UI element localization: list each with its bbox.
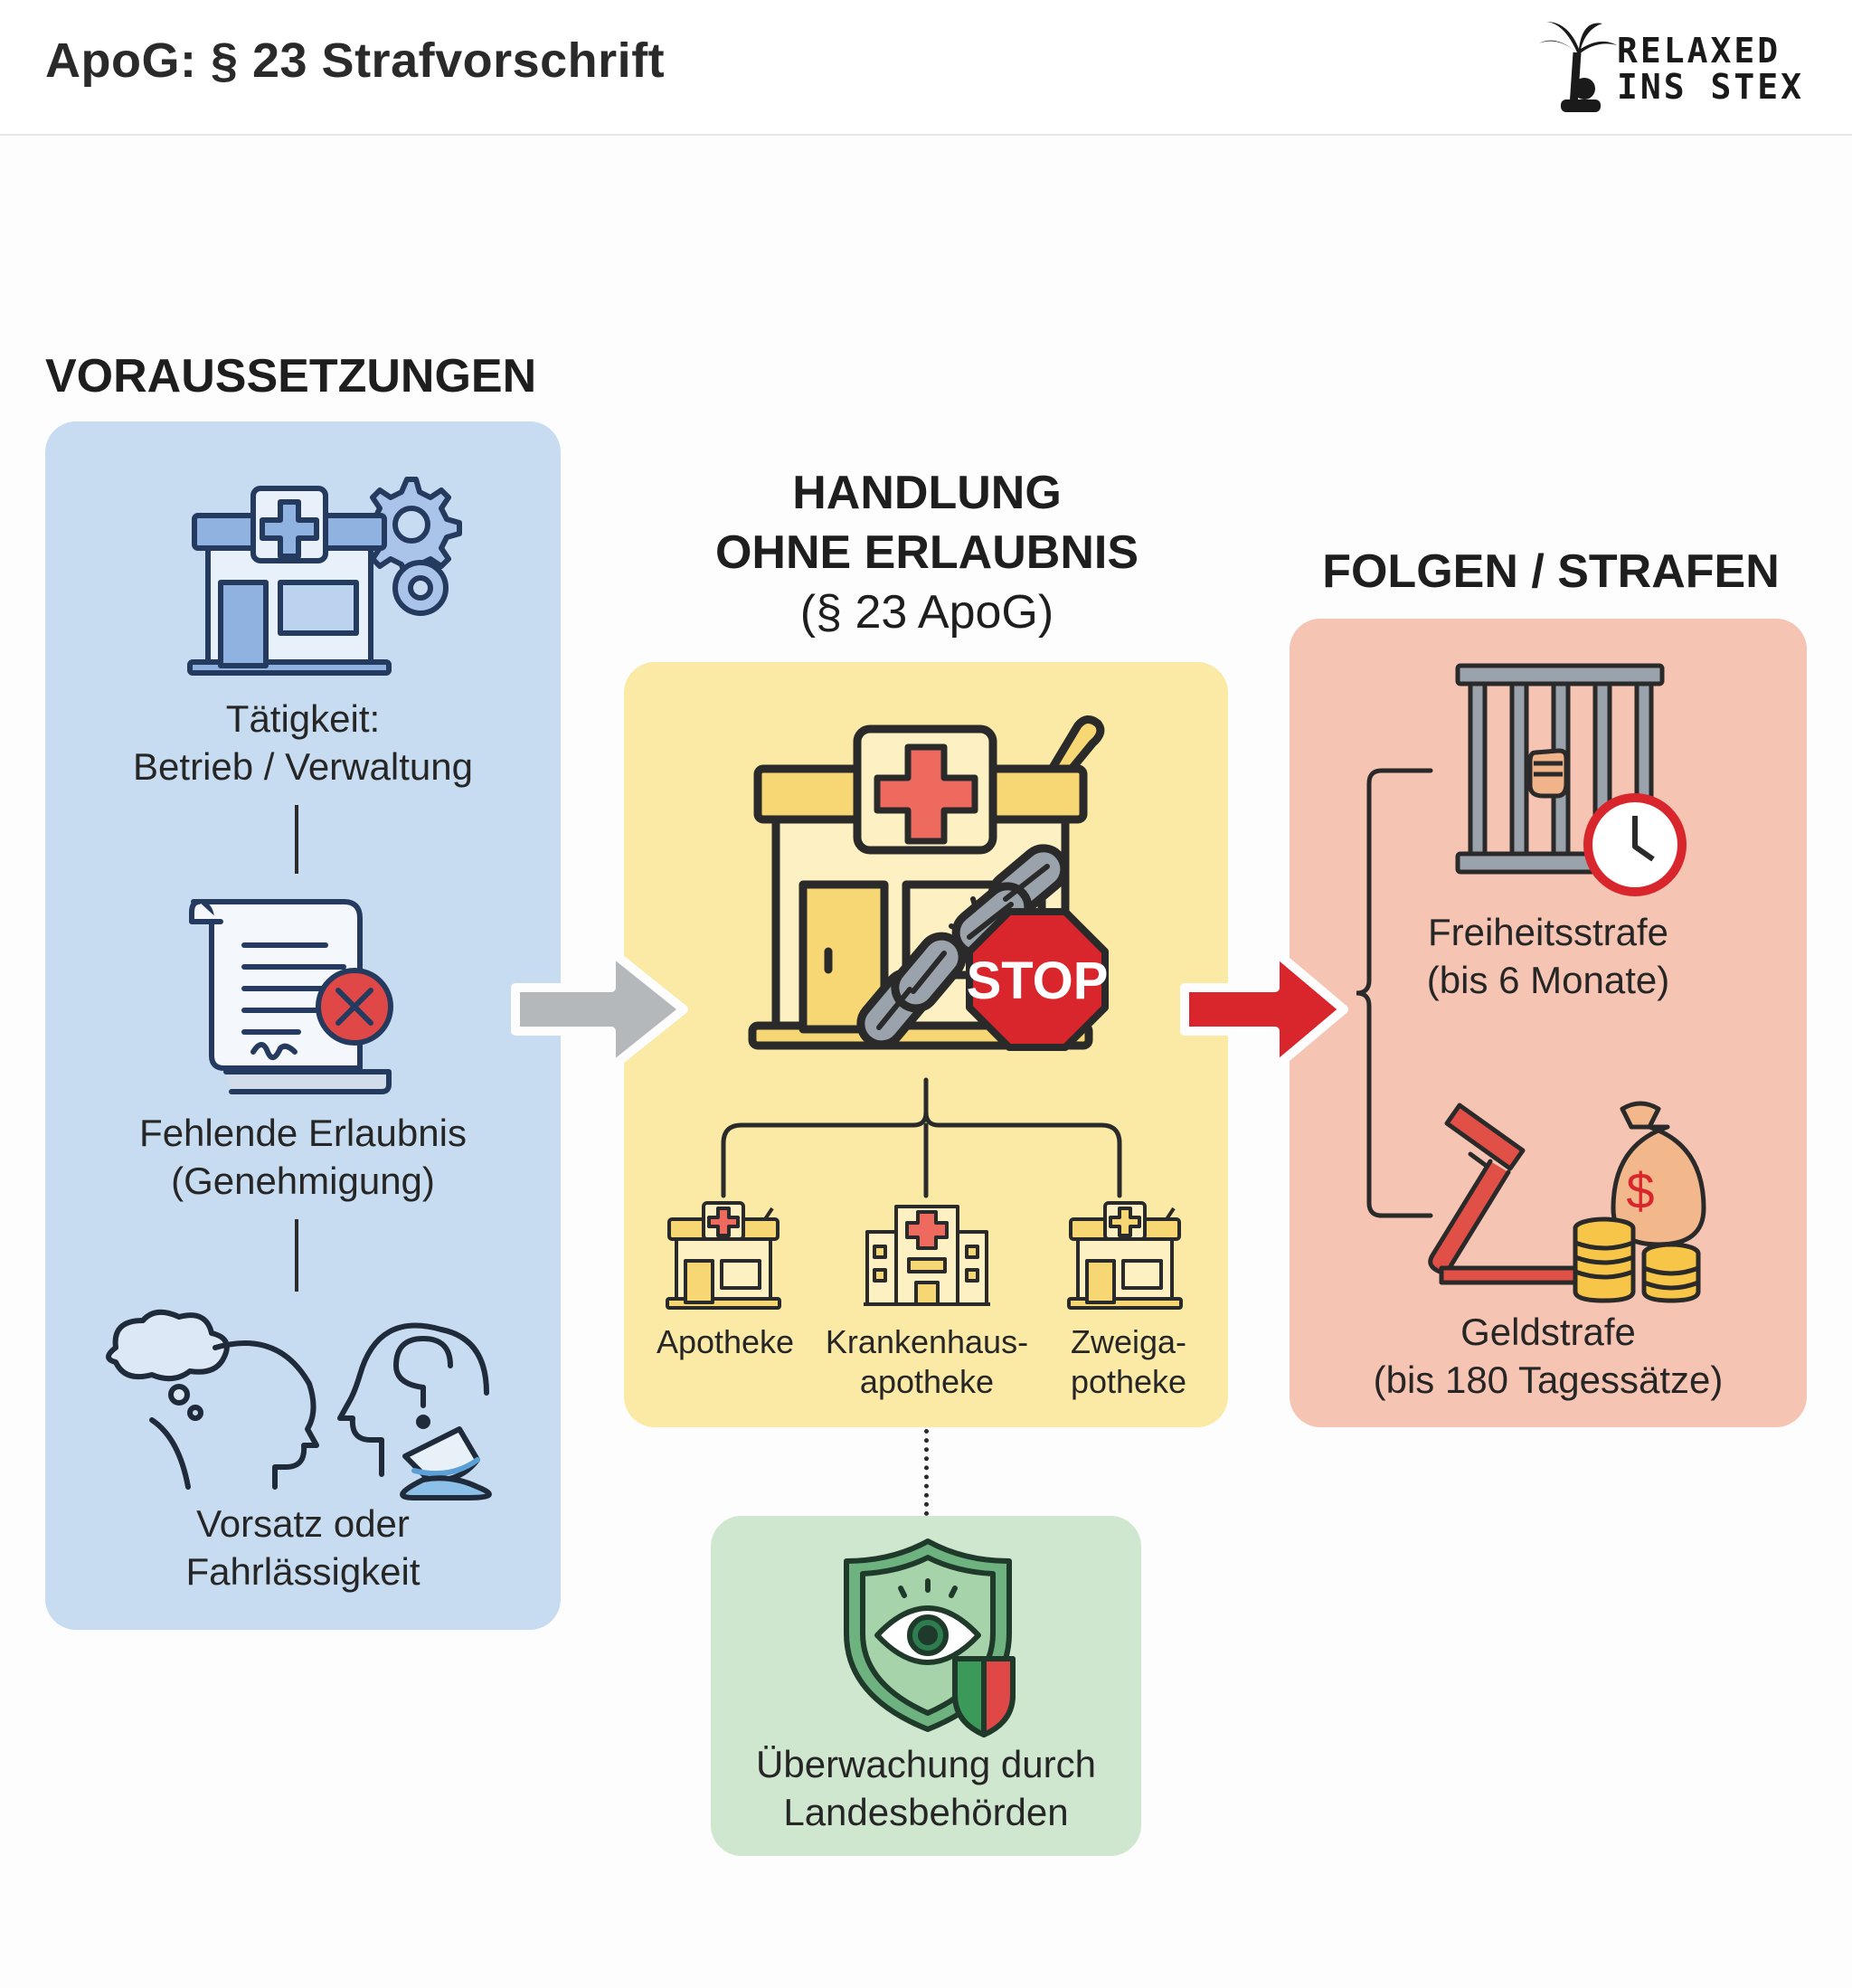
heading-handlung: HANDLUNG OHNE ERLAUBNIS (§ 23 ApoG): [624, 463, 1230, 642]
heading-handlung-line3: (§ 23 ApoG): [799, 586, 1054, 639]
gray-arrow-icon: [511, 947, 688, 1072]
shield-eye-icon: [844, 1538, 1016, 1737]
label-ueberwachung: Überwachung durch Landesbehörden: [711, 1740, 1141, 1836]
red-arrow-icon: [1180, 947, 1348, 1072]
pharmacy-icon: [666, 1201, 781, 1310]
heading-folgen: FOLGEN / STRAFEN: [1322, 545, 1780, 598]
label-taetigkeit-line1: Tätigkeit:: [225, 697, 381, 740]
connector-line-2: [295, 1219, 298, 1292]
svg-text:$: $: [1626, 1162, 1654, 1219]
heading-handlung-line1: HANDLUNG: [792, 467, 1062, 519]
label-taetigkeit-line2: Betrieb / Verwaltung: [133, 745, 473, 788]
document-rejected-icon: [189, 899, 393, 1094]
label-geldstrafe-line2: (bis 180 Tagessätze): [1373, 1358, 1724, 1401]
label-vorsatz-line2: Fahrlässigkeit: [185, 1550, 420, 1593]
gavel-money-icon: $: [1428, 1101, 1706, 1303]
label-fehlende-erlaubnis-line1: Fehlende Erlaubnis: [139, 1112, 467, 1154]
label-freiheitsstrafe-line2: (bis 6 Monate): [1426, 959, 1670, 1001]
label-krankenhausapotheke-line2: apotheke: [859, 1363, 995, 1400]
hospital-icon: [864, 1205, 990, 1306]
label-fehlende-erlaubnis-line2: (Genehmigung): [171, 1160, 435, 1202]
label-fehlende-erlaubnis: Fehlende Erlaubnis (Genehmigung): [45, 1109, 561, 1205]
logo: RELAXED INS STEX: [1537, 16, 1809, 116]
label-ueberwachung-line2: Landesbehörden: [783, 1791, 1069, 1833]
heading-handlung-line2: OHNE ERLAUBNIS: [714, 526, 1139, 579]
label-apotheke: Apotheke: [644, 1322, 807, 1362]
label-geldstrafe-line1: Geldstrafe: [1460, 1311, 1636, 1353]
heading-voraussetzungen: VORAUSSETZUNGEN: [45, 350, 537, 402]
label-freiheitsstrafe: Freiheitsstrafe (bis 6 Monate): [1290, 908, 1807, 1004]
prison-bars-clock-icon: [1455, 663, 1687, 896]
dotted-connector: [924, 1429, 929, 1516]
label-vorsatz-line1: Vorsatz oder: [196, 1502, 410, 1545]
label-apotheke-line1: Apotheke: [656, 1323, 795, 1360]
label-krankenhausapotheke: Krankenhaus- apotheke: [814, 1322, 1040, 1402]
stop-sign-text: STOP: [967, 951, 1109, 1010]
label-zweigapotheke-line2: potheke: [1070, 1363, 1187, 1400]
palm-logo-icon: [1539, 22, 1617, 112]
bracket-connector: [721, 1077, 1122, 1198]
pharmacy-gears-icon: [187, 477, 462, 676]
label-vorsatz: Vorsatz oder Fahrlässigkeit: [45, 1500, 561, 1595]
label-krankenhausapotheke-line1: Krankenhaus-: [825, 1323, 1029, 1360]
header-bar: [0, 0, 1852, 136]
label-geldstrafe: Geldstrafe (bis 180 Tagessätze): [1290, 1308, 1807, 1404]
logo-line1: RELAXED: [1617, 31, 1781, 71]
bracket-right-icon: [1356, 768, 1433, 1218]
page-title: ApoG: § 23 Strafvorschrift: [45, 33, 666, 88]
label-zweigapotheke-line1: Zweiga-: [1070, 1323, 1187, 1360]
label-ueberwachung-line1: Überwachung durch: [756, 1743, 1096, 1785]
label-freiheitsstrafe-line1: Freiheitsstrafe: [1427, 911, 1669, 953]
thinking-heads-icon: [106, 1309, 492, 1500]
label-taetigkeit: Tätigkeit: Betrieb / Verwaltung: [45, 695, 561, 790]
branch-pharmacy-icon: [1067, 1201, 1183, 1310]
logo-line2: INS STEX: [1617, 67, 1805, 107]
connector-line-1: [295, 805, 298, 874]
pharmacy-chain-stop-icon: STOP: [748, 715, 1109, 1051]
label-zweigapotheke: Zweiga- potheke: [1049, 1322, 1208, 1402]
